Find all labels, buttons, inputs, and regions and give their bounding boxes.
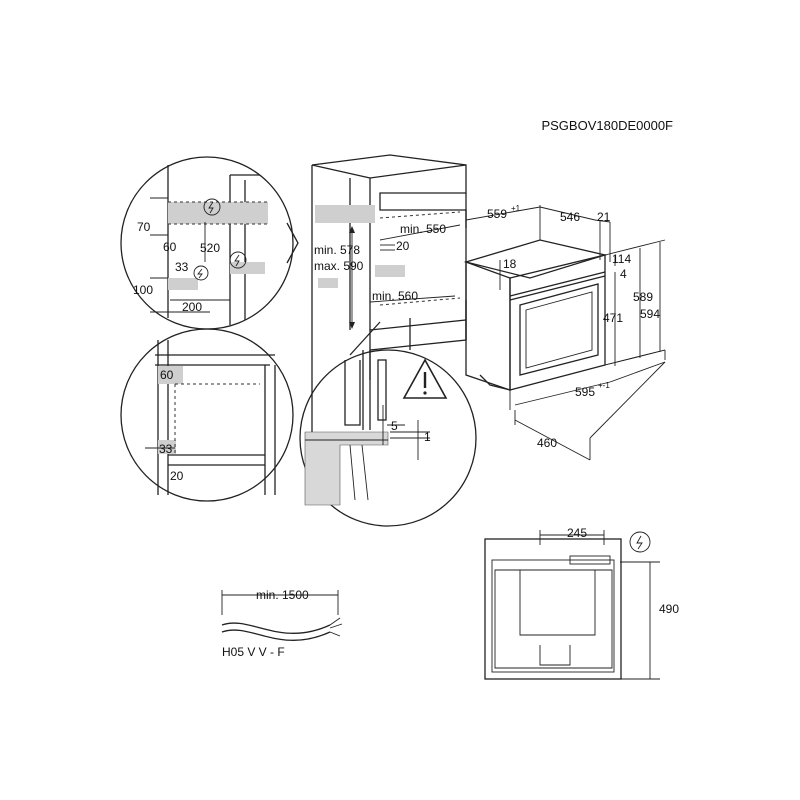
detail-top-dim-100: 100 <box>133 283 153 297</box>
oven-rear-view <box>484 530 660 680</box>
niche-min-height: min. 578 <box>314 243 360 257</box>
model-code: PSGBOV180DE0000F <box>541 118 673 133</box>
power-cable <box>221 590 343 641</box>
oven-width-tol: +-1 <box>598 381 610 390</box>
detail-top-dim-33: 33 <box>175 260 189 274</box>
electric-plug-symbol-icon <box>203 198 221 216</box>
oven-height-body: 589 <box>633 290 653 304</box>
detail-mount-dim-1: 1 <box>424 430 431 444</box>
detail-mount-dim-5: 5 <box>391 419 398 433</box>
electric-plug-symbol-icon <box>193 265 209 281</box>
detail-side-dim-60: 60 <box>160 368 174 382</box>
oven-depth-body: 546 <box>560 210 580 224</box>
oven-door-height: 471 <box>603 311 623 325</box>
detail-side-dim-20: 20 <box>170 469 184 483</box>
oven-top-panel: 114 <box>612 252 631 266</box>
warning-triangle-icon <box>402 358 448 399</box>
detail-side-dim-33: 33 <box>159 442 173 456</box>
detail-circle-mounting <box>299 318 477 527</box>
niche-min-depth: min. 550 <box>400 222 446 236</box>
rear-view-height: 490 <box>659 602 679 616</box>
oven-door-thickness: 21 <box>597 210 611 224</box>
niche-max-height: max. 590 <box>314 259 364 273</box>
detail-circle-side <box>120 328 294 502</box>
detail-top-dim-200: 200 <box>182 300 202 314</box>
oven-small-gap: 4 <box>620 267 627 281</box>
oven-dimension-labels: 559 +1 546 21 18 114 4 471 589 594 595 +… <box>487 204 660 450</box>
niche-gap: 20 <box>396 239 410 253</box>
oven-top-offset: 18 <box>503 257 517 271</box>
niche-cabinet <box>311 154 467 500</box>
detail-circle-top <box>120 156 299 330</box>
detail-top-dim-70: 70 <box>137 220 151 234</box>
cable-type: H05 V V - F <box>222 645 285 659</box>
oven-height-total: 594 <box>640 307 660 321</box>
cable-length: min. 1500 <box>256 588 309 602</box>
oven-depth-total: 559 <box>487 207 507 221</box>
niche-min-width: min. 560 <box>372 289 418 303</box>
oven-depth-total-tol: +1 <box>511 204 521 213</box>
detail-top-dim-60: 60 <box>163 240 177 254</box>
oven-isometric <box>463 205 666 461</box>
oven-base-depth: 460 <box>537 436 557 450</box>
rear-view-width: 245 <box>567 526 587 540</box>
oven-width: 595 <box>575 385 595 399</box>
electric-plug-symbol-icon <box>629 531 651 553</box>
detail-top-dim-520: 520 <box>200 241 220 255</box>
electric-plug-symbol-icon <box>229 251 247 269</box>
